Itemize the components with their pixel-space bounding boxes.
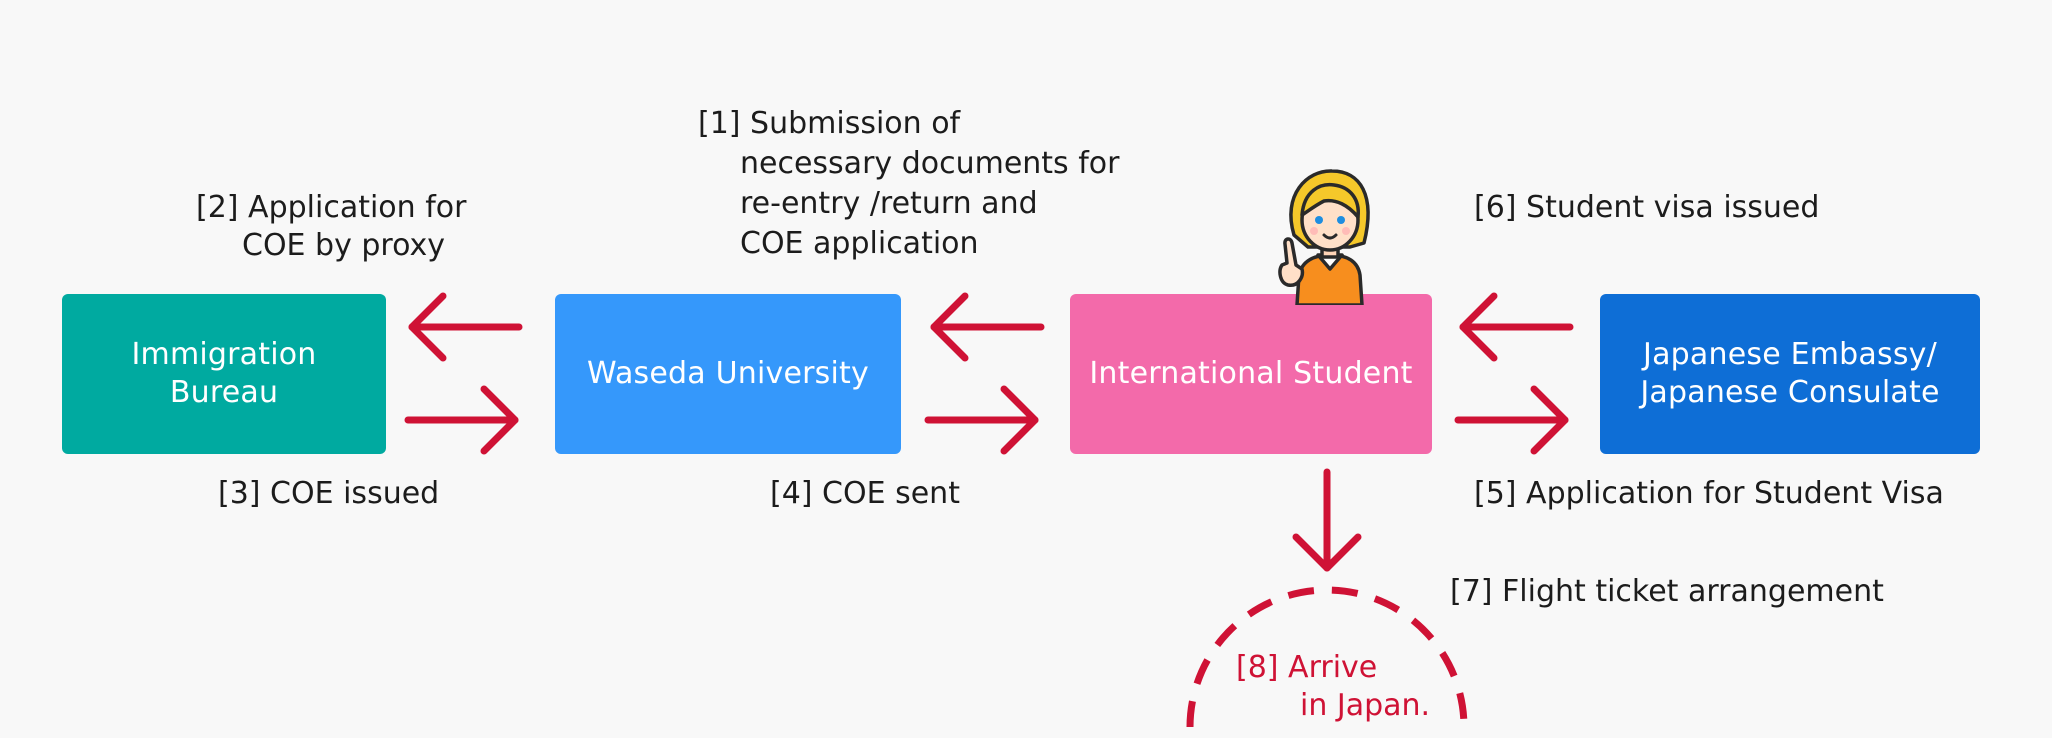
waseda-university-box: Waseda University: [555, 294, 901, 454]
step-8-line-1: Arrive: [1288, 650, 1378, 685]
immigration-bureau-label-line1: Immigration: [131, 337, 317, 372]
step-8-line-2: in Japan.: [1300, 688, 1431, 723]
step-4-label: [4] COE sent: [770, 474, 960, 514]
step-5-line-1: Application for Student Visa: [1526, 476, 1944, 511]
step-1-line-3: re-entry /return and: [740, 186, 1038, 221]
arrow-left-icon: [1459, 292, 1574, 362]
step-4-number: [4]: [770, 476, 813, 511]
step-1-line-2: necessary documents for: [740, 146, 1120, 181]
pointing-student-icon: [1278, 169, 1370, 305]
step-2-label: [2] Application for: [196, 188, 466, 228]
japan-arrival-arc: [1186, 586, 1468, 728]
arrow-right-icon: [924, 385, 1039, 455]
step-8-label: [8] Arrive: [1236, 648, 1377, 688]
step-1-line-4: COE application: [740, 226, 979, 261]
step-3-label: [3] COE issued: [218, 474, 439, 514]
arrow-right-icon: [404, 385, 519, 455]
step-8-number: [8]: [1236, 650, 1279, 685]
step-5-label: [5] Application for Student Visa: [1474, 474, 1944, 514]
waseda-university-label: Waseda University: [587, 356, 869, 391]
arrow-left-icon: [408, 292, 523, 362]
arrow-down-icon: [1292, 468, 1362, 572]
step-1-line-1: Submission of: [750, 106, 961, 141]
step-1-label: [1] Submission of: [698, 104, 960, 144]
step-5-number: [5]: [1474, 476, 1517, 511]
step-2-number: [2]: [196, 190, 239, 225]
step-1-number: [1]: [698, 106, 741, 141]
international-student-box: International Student: [1070, 294, 1432, 454]
step-2-line-1: Application for: [248, 190, 467, 225]
japanese-embassy-box: Japanese Embassy/ Japanese Consulate: [1600, 294, 1980, 454]
step-6-label: [6] Student visa issued: [1474, 188, 1819, 228]
step-7-line-1: Flight ticket arrangement: [1502, 574, 1884, 609]
immigration-bureau-box: Immigration Bureau: [62, 294, 386, 454]
japanese-embassy-label-line1: Japanese Embassy/: [1643, 337, 1937, 372]
step-3-number: [3]: [218, 476, 261, 511]
arrow-right-icon: [1454, 385, 1569, 455]
step-2-line-2: COE by proxy: [242, 228, 446, 263]
step-7-number: [7]: [1450, 574, 1493, 609]
step-3-line-1: COE issued: [270, 476, 440, 511]
japanese-embassy-label-line2: Japanese Consulate: [1640, 375, 1940, 410]
step-6-line-1: Student visa issued: [1526, 190, 1820, 225]
step-7-label: [7] Flight ticket arrangement: [1450, 572, 1884, 612]
international-student-label: International Student: [1089, 356, 1413, 391]
step-4-line-1: COE sent: [822, 476, 960, 511]
arrow-left-icon: [930, 292, 1045, 362]
immigration-bureau-label-line2: Bureau: [169, 375, 279, 410]
step-6-number: [6]: [1474, 190, 1517, 225]
